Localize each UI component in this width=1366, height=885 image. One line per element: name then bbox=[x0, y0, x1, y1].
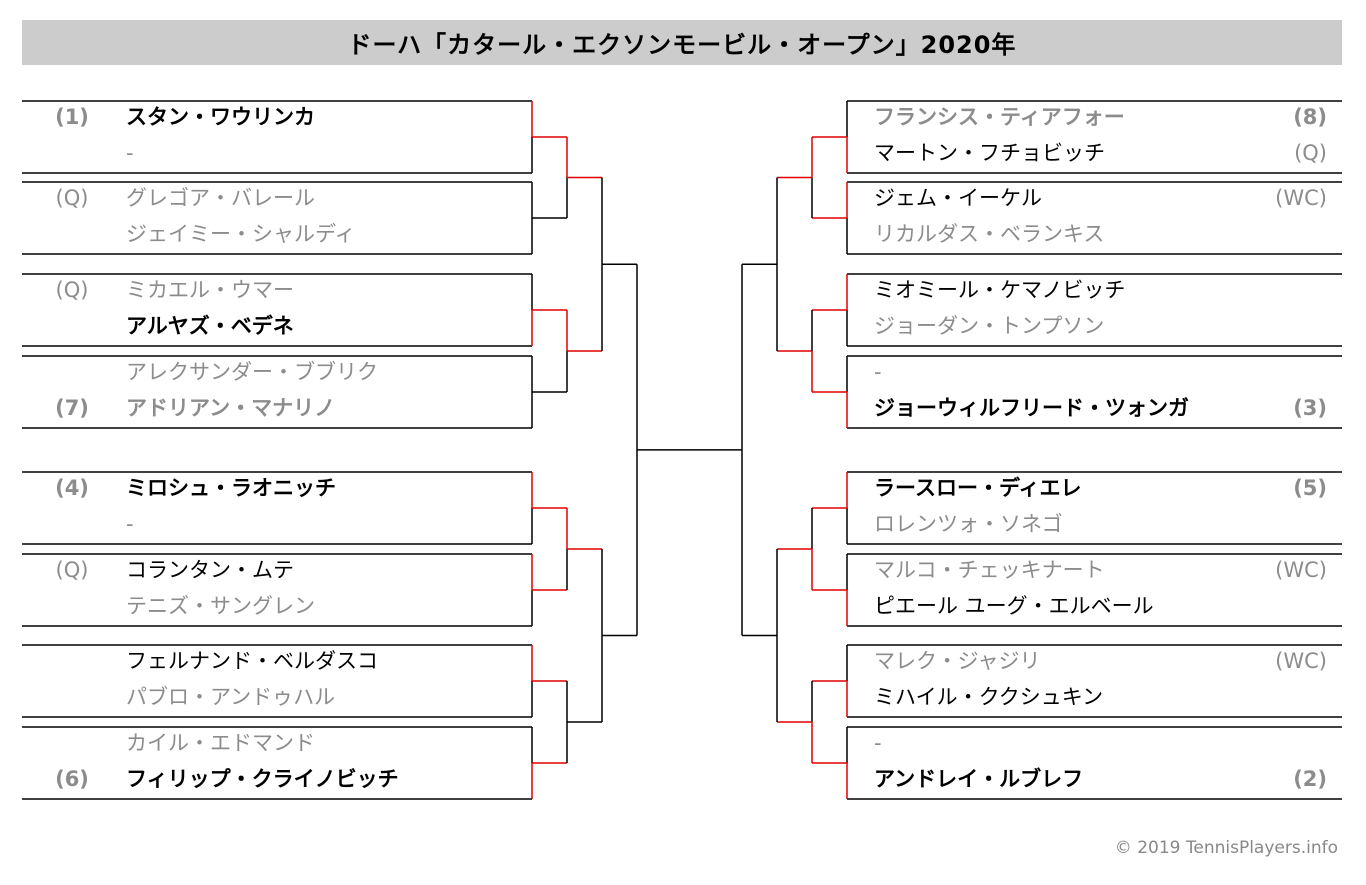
page-title: ドーハ「カタール・エクソンモービル・オープン」2020年 bbox=[347, 31, 1017, 59]
seed-label: (5) bbox=[1293, 476, 1327, 500]
seed-label: (3) bbox=[1293, 396, 1327, 420]
seed-label: (Q) bbox=[55, 186, 89, 210]
seed-label: (6) bbox=[55, 767, 89, 791]
player-name: ミカエル・ウマー bbox=[126, 278, 294, 302]
seed-label: (WC) bbox=[1275, 649, 1327, 673]
seed-label: (8) bbox=[1293, 105, 1327, 129]
seed-label: (Q) bbox=[55, 278, 89, 302]
player-name: - bbox=[874, 731, 882, 755]
player-name: ミオミール・ケマノビッチ bbox=[874, 278, 1126, 302]
player-name: マートン・フチョビッチ bbox=[874, 141, 1105, 165]
player-name: ロレンツォ・ソネゴ bbox=[874, 512, 1063, 536]
player-name: スタン・ワウリンカ bbox=[126, 105, 315, 129]
copyright-footer: © 2019 TennisPlayers.info bbox=[1114, 838, 1338, 858]
player-name: アルヤズ・ベデネ bbox=[126, 314, 294, 338]
player-name: ジェイミー・シャルディ bbox=[126, 222, 356, 246]
seed-label: (1) bbox=[55, 105, 89, 129]
player-name: ジョーダン・トンプソン bbox=[874, 314, 1105, 338]
player-name: - bbox=[874, 360, 882, 384]
player-name: ラースロー・ディエレ bbox=[874, 476, 1082, 500]
seed-label: (2) bbox=[1293, 767, 1327, 791]
player-name: マルコ・チェッキナート bbox=[874, 558, 1105, 582]
player-name: ピエール ユーグ・エルベール bbox=[874, 594, 1154, 618]
player-name: アレクサンダー・ブブリク bbox=[126, 360, 378, 384]
player-name: リカルダス・ベランキス bbox=[874, 222, 1105, 246]
player-name: フィリップ・クライノビッチ bbox=[126, 767, 399, 791]
player-name: ミハイル・ククシュキン bbox=[874, 685, 1104, 709]
player-name: ジョーウィルフリード・ツォンガ bbox=[874, 396, 1189, 420]
player-name: パブロ・アンドゥハル bbox=[126, 685, 336, 709]
player-name: カイル・エドマンド bbox=[126, 731, 315, 755]
player-name: テニズ・サングレン bbox=[126, 594, 315, 618]
player-name: アンドレイ・ルブレフ bbox=[874, 767, 1084, 791]
seed-label: (Q) bbox=[55, 558, 89, 582]
player-name: フランシス・ティアフォー bbox=[874, 105, 1125, 129]
player-name: マレク・ジャジリ bbox=[874, 649, 1041, 673]
seed-label: (WC) bbox=[1275, 558, 1327, 582]
player-name: アドリアン・マナリノ bbox=[126, 396, 336, 420]
player-name: ミロシュ・ラオニッチ bbox=[126, 476, 336, 500]
seed-label: (7) bbox=[55, 396, 89, 420]
title-bar: ドーハ「カタール・エクソンモービル・オープン」2020年 bbox=[22, 20, 1342, 65]
seed-label: (WC) bbox=[1275, 186, 1327, 210]
player-name: - bbox=[126, 141, 134, 165]
player-name: フェルナンド・ベルダスコ bbox=[126, 649, 378, 673]
player-name: ジェム・イーケル bbox=[874, 186, 1042, 210]
player-name: グレゴア・バレール bbox=[126, 186, 315, 210]
seed-label: (Q) bbox=[1294, 141, 1327, 165]
seed-label: (4) bbox=[55, 476, 89, 500]
player-name: コランタン・ムテ bbox=[126, 558, 294, 582]
player-name: - bbox=[126, 512, 134, 536]
